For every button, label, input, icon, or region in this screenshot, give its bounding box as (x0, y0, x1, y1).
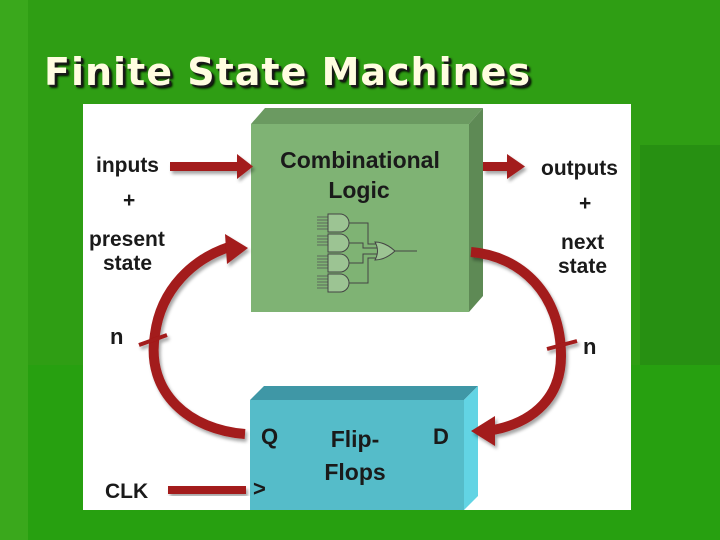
ff-label-line1: Flip- (331, 426, 380, 452)
ff-label-line2: Flops (324, 459, 385, 485)
fsm-diagram-svg: Combinational Logic Flip- Flops Q D > (89, 108, 618, 510)
ff-d-label: D (433, 424, 449, 449)
label-right-n: n (583, 334, 596, 359)
outputs-arrow (483, 154, 525, 179)
comb-label-line1: Combinational (280, 147, 440, 173)
label-next: next (561, 231, 604, 254)
ff-q-label: Q (261, 424, 278, 449)
label-inputs: inputs (96, 154, 159, 177)
comb-label-line2: Logic (328, 177, 390, 203)
ff-clk-marker: > (253, 476, 266, 501)
background-stripe-right (640, 145, 720, 365)
background-stripe-left (0, 0, 28, 540)
ff-block-top (250, 386, 478, 400)
label-right-plus: + (579, 192, 591, 215)
inputs-arrow (170, 154, 253, 179)
label-left-plus: + (123, 189, 135, 212)
clk-arrow (168, 486, 246, 494)
logic-gates-icon (317, 213, 417, 293)
feedback-arrow-left (138, 234, 248, 439)
fsm-diagram: Combinational Logic Flip- Flops Q D > (83, 104, 631, 510)
label-present: present (89, 228, 165, 251)
slide-title: Finite State Machines (44, 50, 532, 94)
ff-block-front (250, 400, 464, 510)
comb-block-front (251, 124, 469, 312)
label-next-state: state (558, 255, 607, 278)
label-clk: CLK (105, 480, 148, 503)
comb-block-top (251, 108, 483, 124)
ff-block-side (464, 386, 478, 510)
label-left-n: n (110, 324, 123, 349)
label-present-state: state (103, 252, 152, 275)
comb-block-side (469, 108, 483, 312)
label-outputs: outputs (541, 157, 618, 180)
right-labels: outputs + next state n (541, 157, 618, 359)
left-labels: inputs + present state n CLK (89, 154, 165, 503)
flip-flops-block: Flip- Flops Q D > (250, 386, 478, 510)
combinational-logic-block: Combinational Logic (251, 108, 483, 312)
feedback-arrow-right (470, 247, 578, 446)
